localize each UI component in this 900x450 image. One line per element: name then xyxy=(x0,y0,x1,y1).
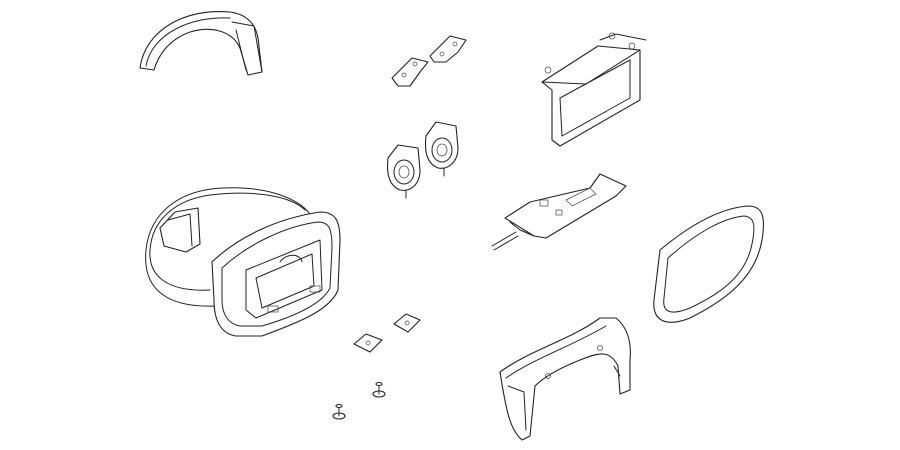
screws xyxy=(332,381,386,420)
face-cushion xyxy=(653,205,765,323)
adhesive-pads xyxy=(353,313,421,353)
top-head-strap xyxy=(139,10,263,76)
lens-modules xyxy=(386,121,459,199)
circuit-board xyxy=(491,173,627,251)
front-cover xyxy=(499,317,631,441)
hinge-brackets xyxy=(391,35,467,87)
headset-body xyxy=(145,187,341,337)
display-mount-bracket xyxy=(541,32,647,147)
